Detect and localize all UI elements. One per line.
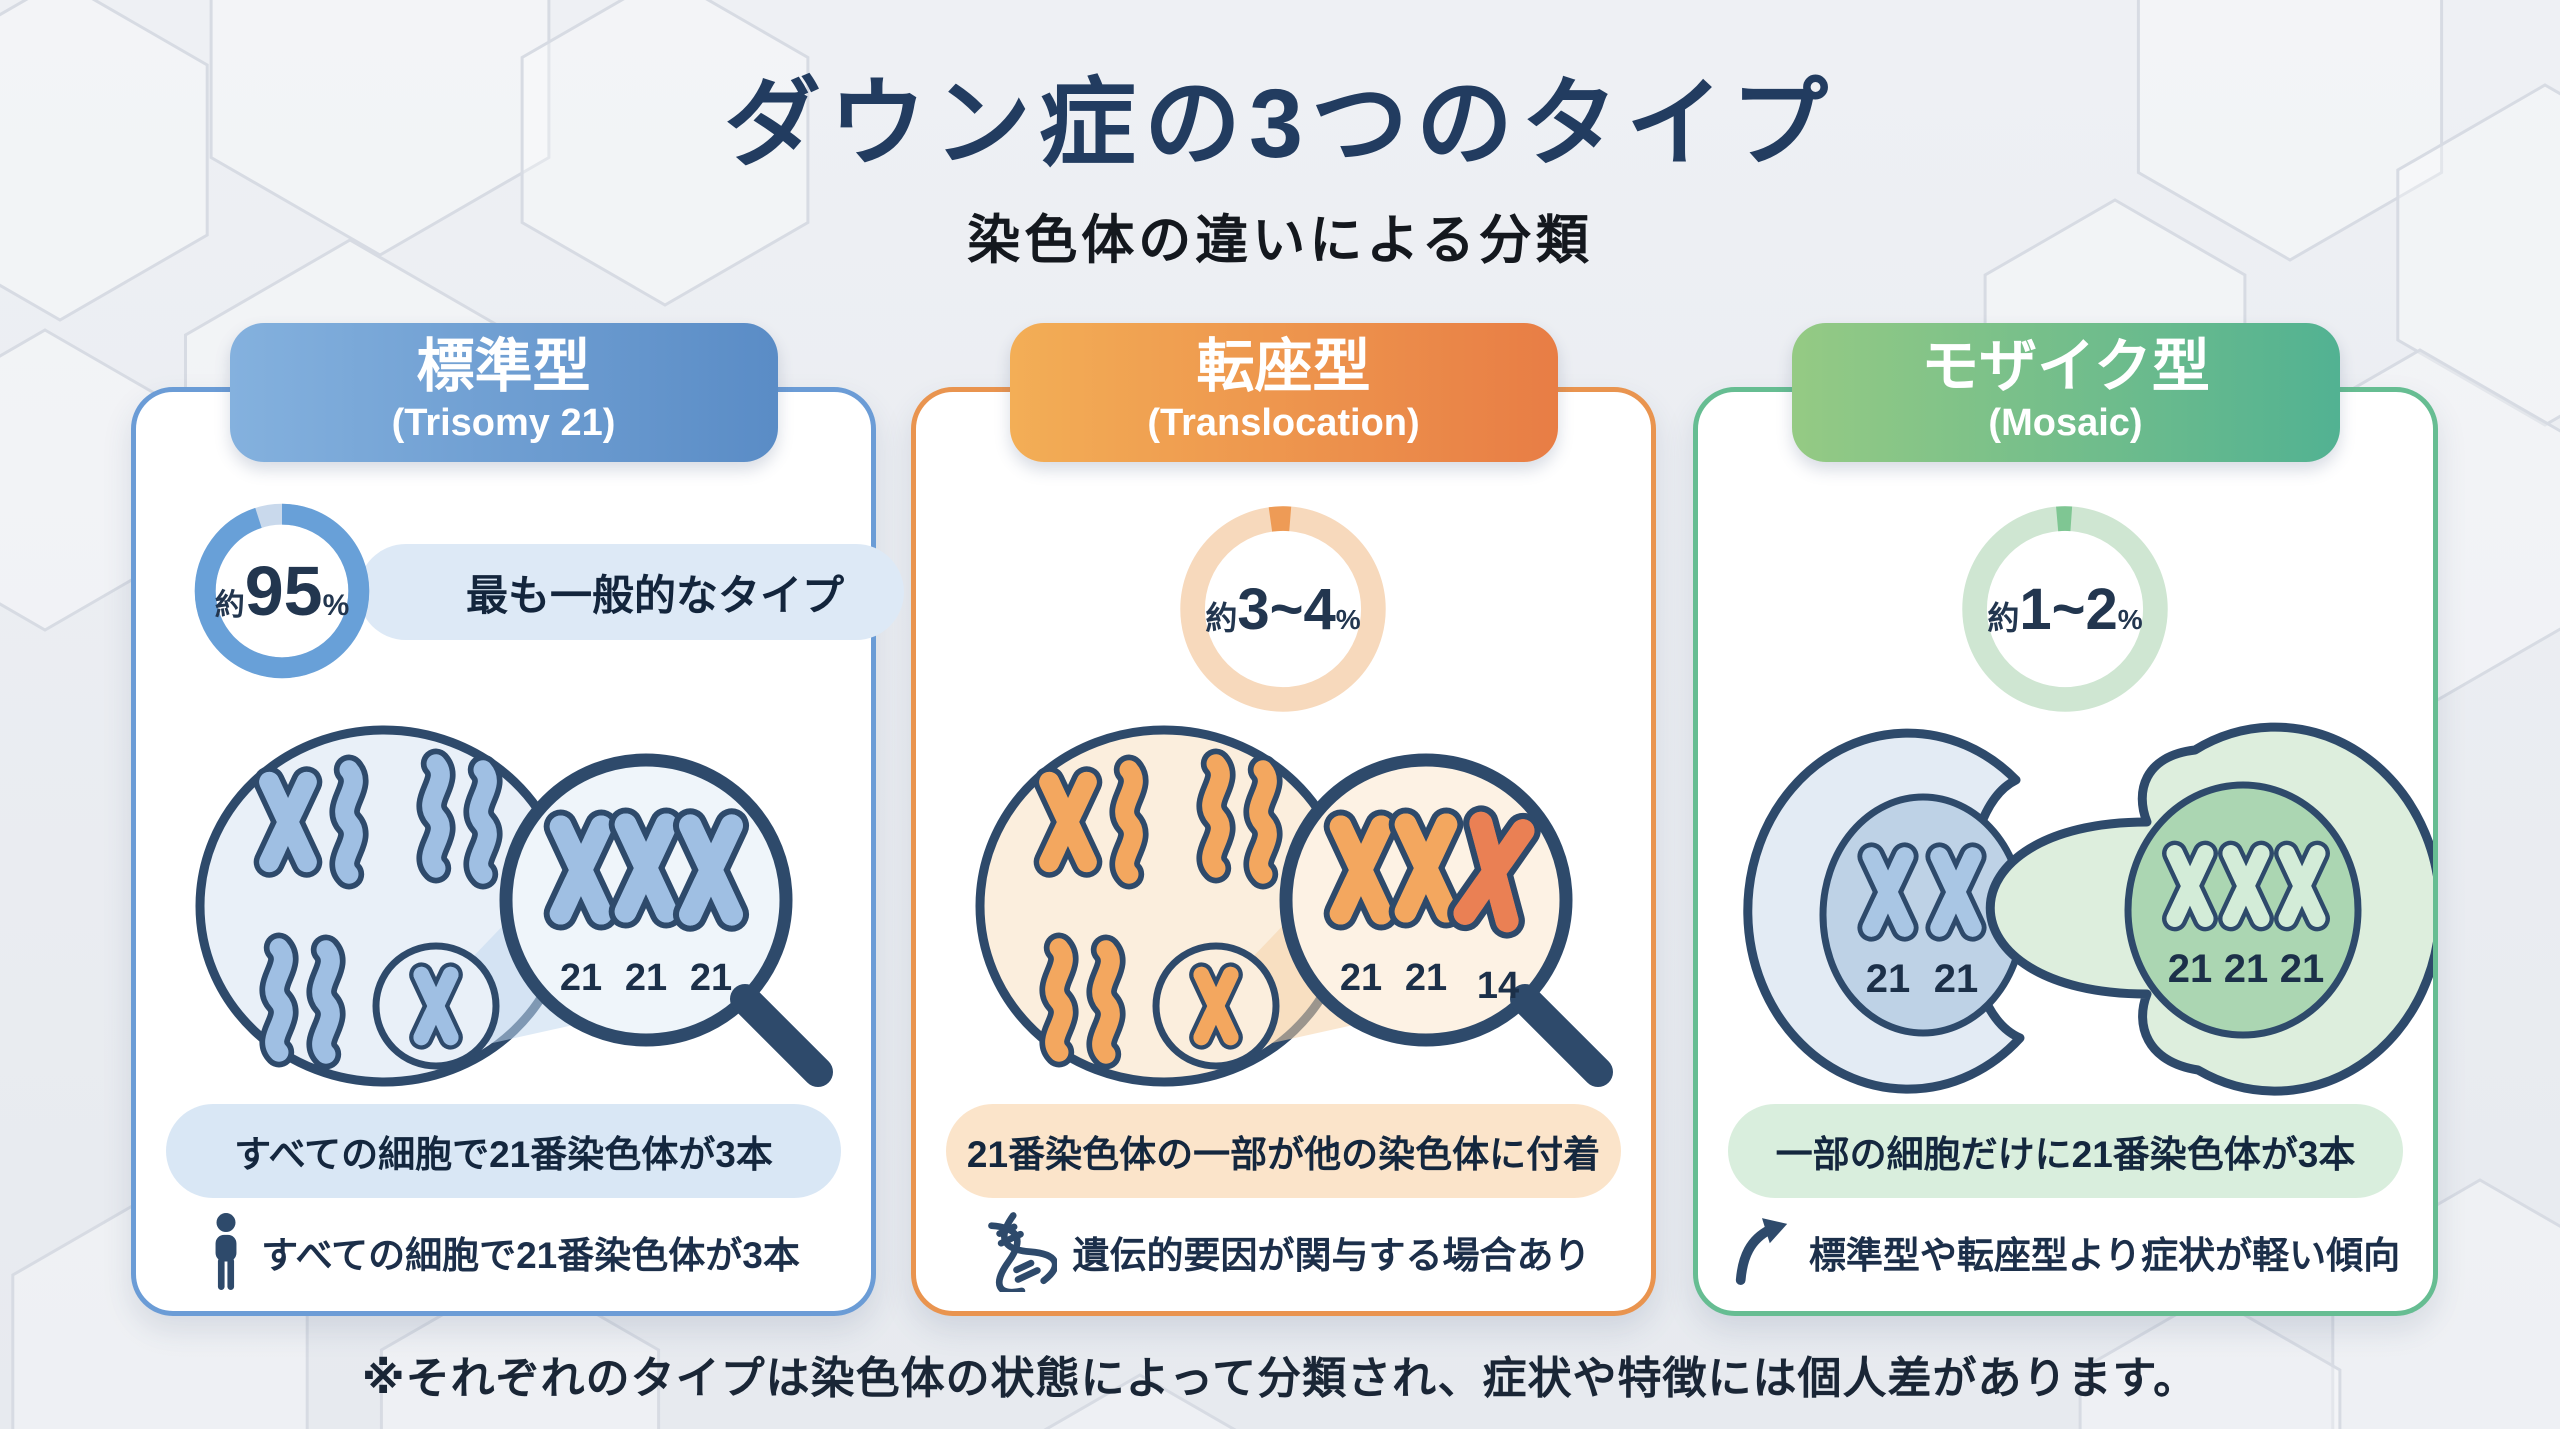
chromosome-label: 21 — [1866, 957, 1911, 1001]
chromosome-label: 21 — [690, 957, 732, 999]
type-name-english: (Trisomy 21) — [391, 402, 616, 444]
type-name-english: (Translocation) — [1147, 402, 1420, 444]
person-icon — [215, 1213, 237, 1290]
cell-magnifier-illustration: 21 21 21 — [195, 725, 833, 1087]
cell-magnifier-illustration: 21 21 14 — [975, 725, 1613, 1087]
type-name: 標準型 — [416, 334, 591, 399]
feature-text: 標準型や転座型より症状が軽い傾向 — [1808, 1235, 2401, 1276]
magnifying-glass-handle — [730, 984, 833, 1087]
chromosome-label: 21 — [1934, 957, 1979, 1001]
highlight-pill: 最も一般的なタイプ — [358, 544, 904, 640]
arrow-up-icon — [1735, 1218, 1788, 1285]
stat-prefix: 約 — [214, 589, 245, 622]
card-header-translocation: 転座型 (Translocation) — [1009, 323, 1558, 462]
description-pill: 一部の細胞だけに21番染色体が3本 — [1728, 1104, 2403, 1198]
stat-number: 95 — [244, 552, 323, 630]
page-subtitle: 染色体の違いによる分類 — [967, 211, 1593, 270]
feature-row: 標準型や転座型より症状が軽い傾向 — [1716, 1204, 2415, 1300]
type-name: 転座型 — [1196, 334, 1371, 399]
magnifying-glass-handle — [1510, 984, 1613, 1087]
chromosome-label: 21 — [1340, 957, 1382, 999]
chromosome-label: 21 — [1405, 957, 1447, 999]
feature-row: 遺伝的要因が関与する場合あり — [934, 1204, 1633, 1300]
chromosome-label: 21 — [560, 957, 602, 999]
chromosome-label: 21 — [625, 957, 667, 999]
chromosome-label: 14 — [1477, 965, 1519, 1007]
feature-text: 遺伝的要因が関与する場合あり — [1072, 1235, 1591, 1276]
page-title: ダウン症の3つのタイプ — [724, 69, 1836, 178]
description-pill: すべての細胞で21番染色体が3本 — [166, 1104, 841, 1198]
description-pill: 21番染色体の一部が他の染色体に付着 — [946, 1104, 1621, 1198]
stat-number: 1~2 — [2019, 576, 2118, 642]
stat-suffix: % — [2117, 603, 2143, 635]
feature-row: すべての細胞で21番染色体が3本 — [154, 1204, 853, 1300]
mosaic-cells-illustration: 21 21 21 21 21 — [1743, 722, 2433, 1096]
chromosome-label: 21 — [2224, 947, 2269, 991]
stat-prefix: 約 — [1205, 599, 1238, 636]
stat-suffix: % — [1335, 603, 1361, 635]
stat-suffix: % — [322, 589, 350, 622]
ring-arc — [194, 503, 370, 679]
type-name-english: (Mosaic) — [1988, 402, 2143, 444]
chromosome-label: 21 — [2280, 947, 2325, 991]
card-header-trisomy21: 標準型 (Trisomy 21) — [229, 323, 778, 462]
feature-text: すべての細胞で21番染色体が3本 — [261, 1235, 800, 1276]
type-name: モザイク型 — [1921, 334, 2210, 399]
stat-number: 3~4 — [1237, 576, 1336, 642]
chromosome-label: 21 — [2168, 947, 2213, 991]
footnote: ※それぞれのタイプは染色体の状態によって分類され、症状や特徴には個人差があります… — [361, 1354, 2199, 1403]
stat-prefix: 約 — [1987, 599, 2020, 636]
dna-icon — [987, 1212, 1057, 1292]
card-header-mosaic: モザイク型 (Mosaic) — [1791, 323, 2340, 462]
